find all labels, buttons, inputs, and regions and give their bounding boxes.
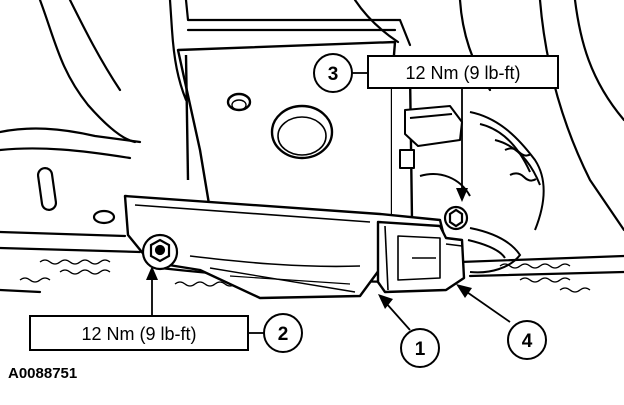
leader-lines (151, 88, 511, 331)
callout-4-number: 4 (522, 331, 533, 352)
arrowheads (146, 188, 472, 309)
sensor-bracket (123, 194, 466, 300)
torque-lower-text: 12 Nm (9 lb-ft) (81, 324, 196, 344)
callout-1: 1 (400, 328, 440, 368)
torque-label-lower: 12 Nm (9 lb-ft) (29, 315, 264, 351)
torque-label-upper: 12 Nm (9 lb-ft) (352, 55, 559, 89)
callout-2-number: 2 (278, 324, 289, 345)
callout-1-number: 1 (415, 339, 426, 360)
figure-reference-id: A0088751 (8, 365, 77, 382)
callout-3-number: 3 (328, 64, 339, 85)
callout-2: 2 (263, 313, 303, 353)
upper-connector (399, 105, 471, 197)
torque-upper-text: 12 Nm (9 lb-ft) (405, 63, 520, 83)
bolt-right (443, 205, 469, 231)
callout-4: 4 (507, 320, 547, 360)
bolt-left (141, 233, 179, 271)
callout-3: 3 (313, 53, 353, 93)
wiring-harness (467, 111, 545, 274)
